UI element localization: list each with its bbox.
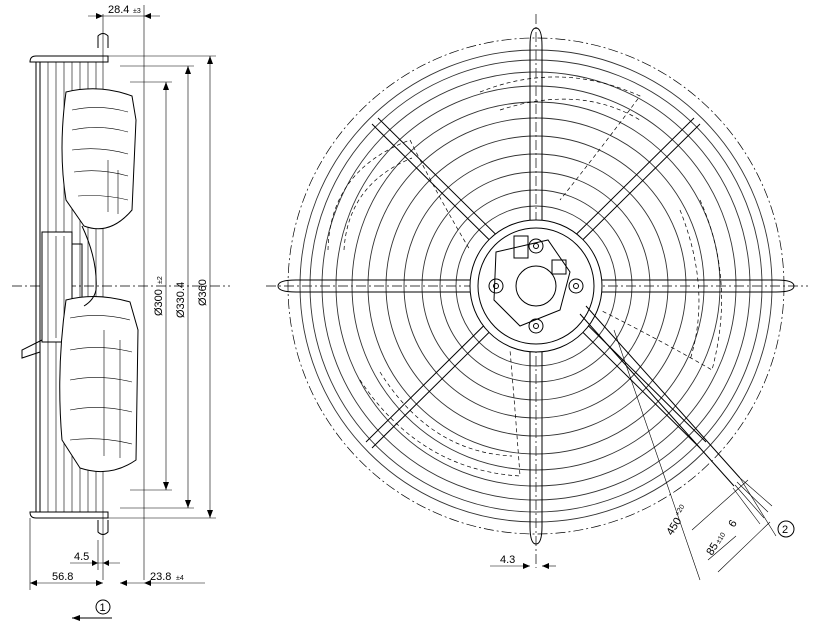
guard-ring [421, 171, 651, 401]
guard-ring [367, 117, 705, 455]
guard-ring [455, 205, 617, 367]
dim-bottom-right-tol: ±4 [176, 575, 184, 582]
dim-diameter-inner: Ø300 [153, 289, 165, 316]
guard-ring [385, 135, 687, 437]
guard-ring [309, 59, 763, 513]
guard-ring [299, 49, 773, 523]
view-marker-1: 1 [100, 602, 106, 614]
dim-wire-strip: 6 [726, 518, 739, 530]
guard-rings [299, 49, 773, 523]
side-view: Ø360 Ø330.4 Ø300 ±2 28.4 ±3 4.5 56.8 23.… [12, 4, 230, 621]
dim-top-offset: 28.4 [108, 4, 129, 16]
dim-diameter-outer: Ø360 [197, 279, 209, 306]
dim-strip-length: 85 [704, 541, 721, 558]
dim-bottom-left: 56.8 [52, 571, 73, 583]
front-view: 2 450 +20 85 ±10 6 4.3 [266, 14, 808, 581]
dim-bottom-right: 23.8 [150, 571, 171, 583]
dim-bottom-small: 4.5 [74, 551, 89, 563]
dim-hole-offset: 4.3 [500, 554, 515, 566]
dim-cable-length: 450 [664, 516, 684, 538]
guard-ring [351, 101, 721, 471]
dim-top-offset-tol: ±3 [133, 8, 141, 15]
guard-ring [321, 71, 751, 501]
guard-ring [403, 153, 669, 419]
dim-cable-length-tol: +20 [674, 504, 686, 518]
dim-strip-length-tol: ±10 [715, 532, 727, 546]
guard-ring [335, 85, 737, 487]
dim-diameter-inner-tol: ±2 [157, 276, 164, 284]
cable-marker-2: 2 [782, 524, 788, 536]
guard-ring [439, 189, 633, 383]
dim-diameter-mid: Ø330.4 [175, 282, 187, 318]
